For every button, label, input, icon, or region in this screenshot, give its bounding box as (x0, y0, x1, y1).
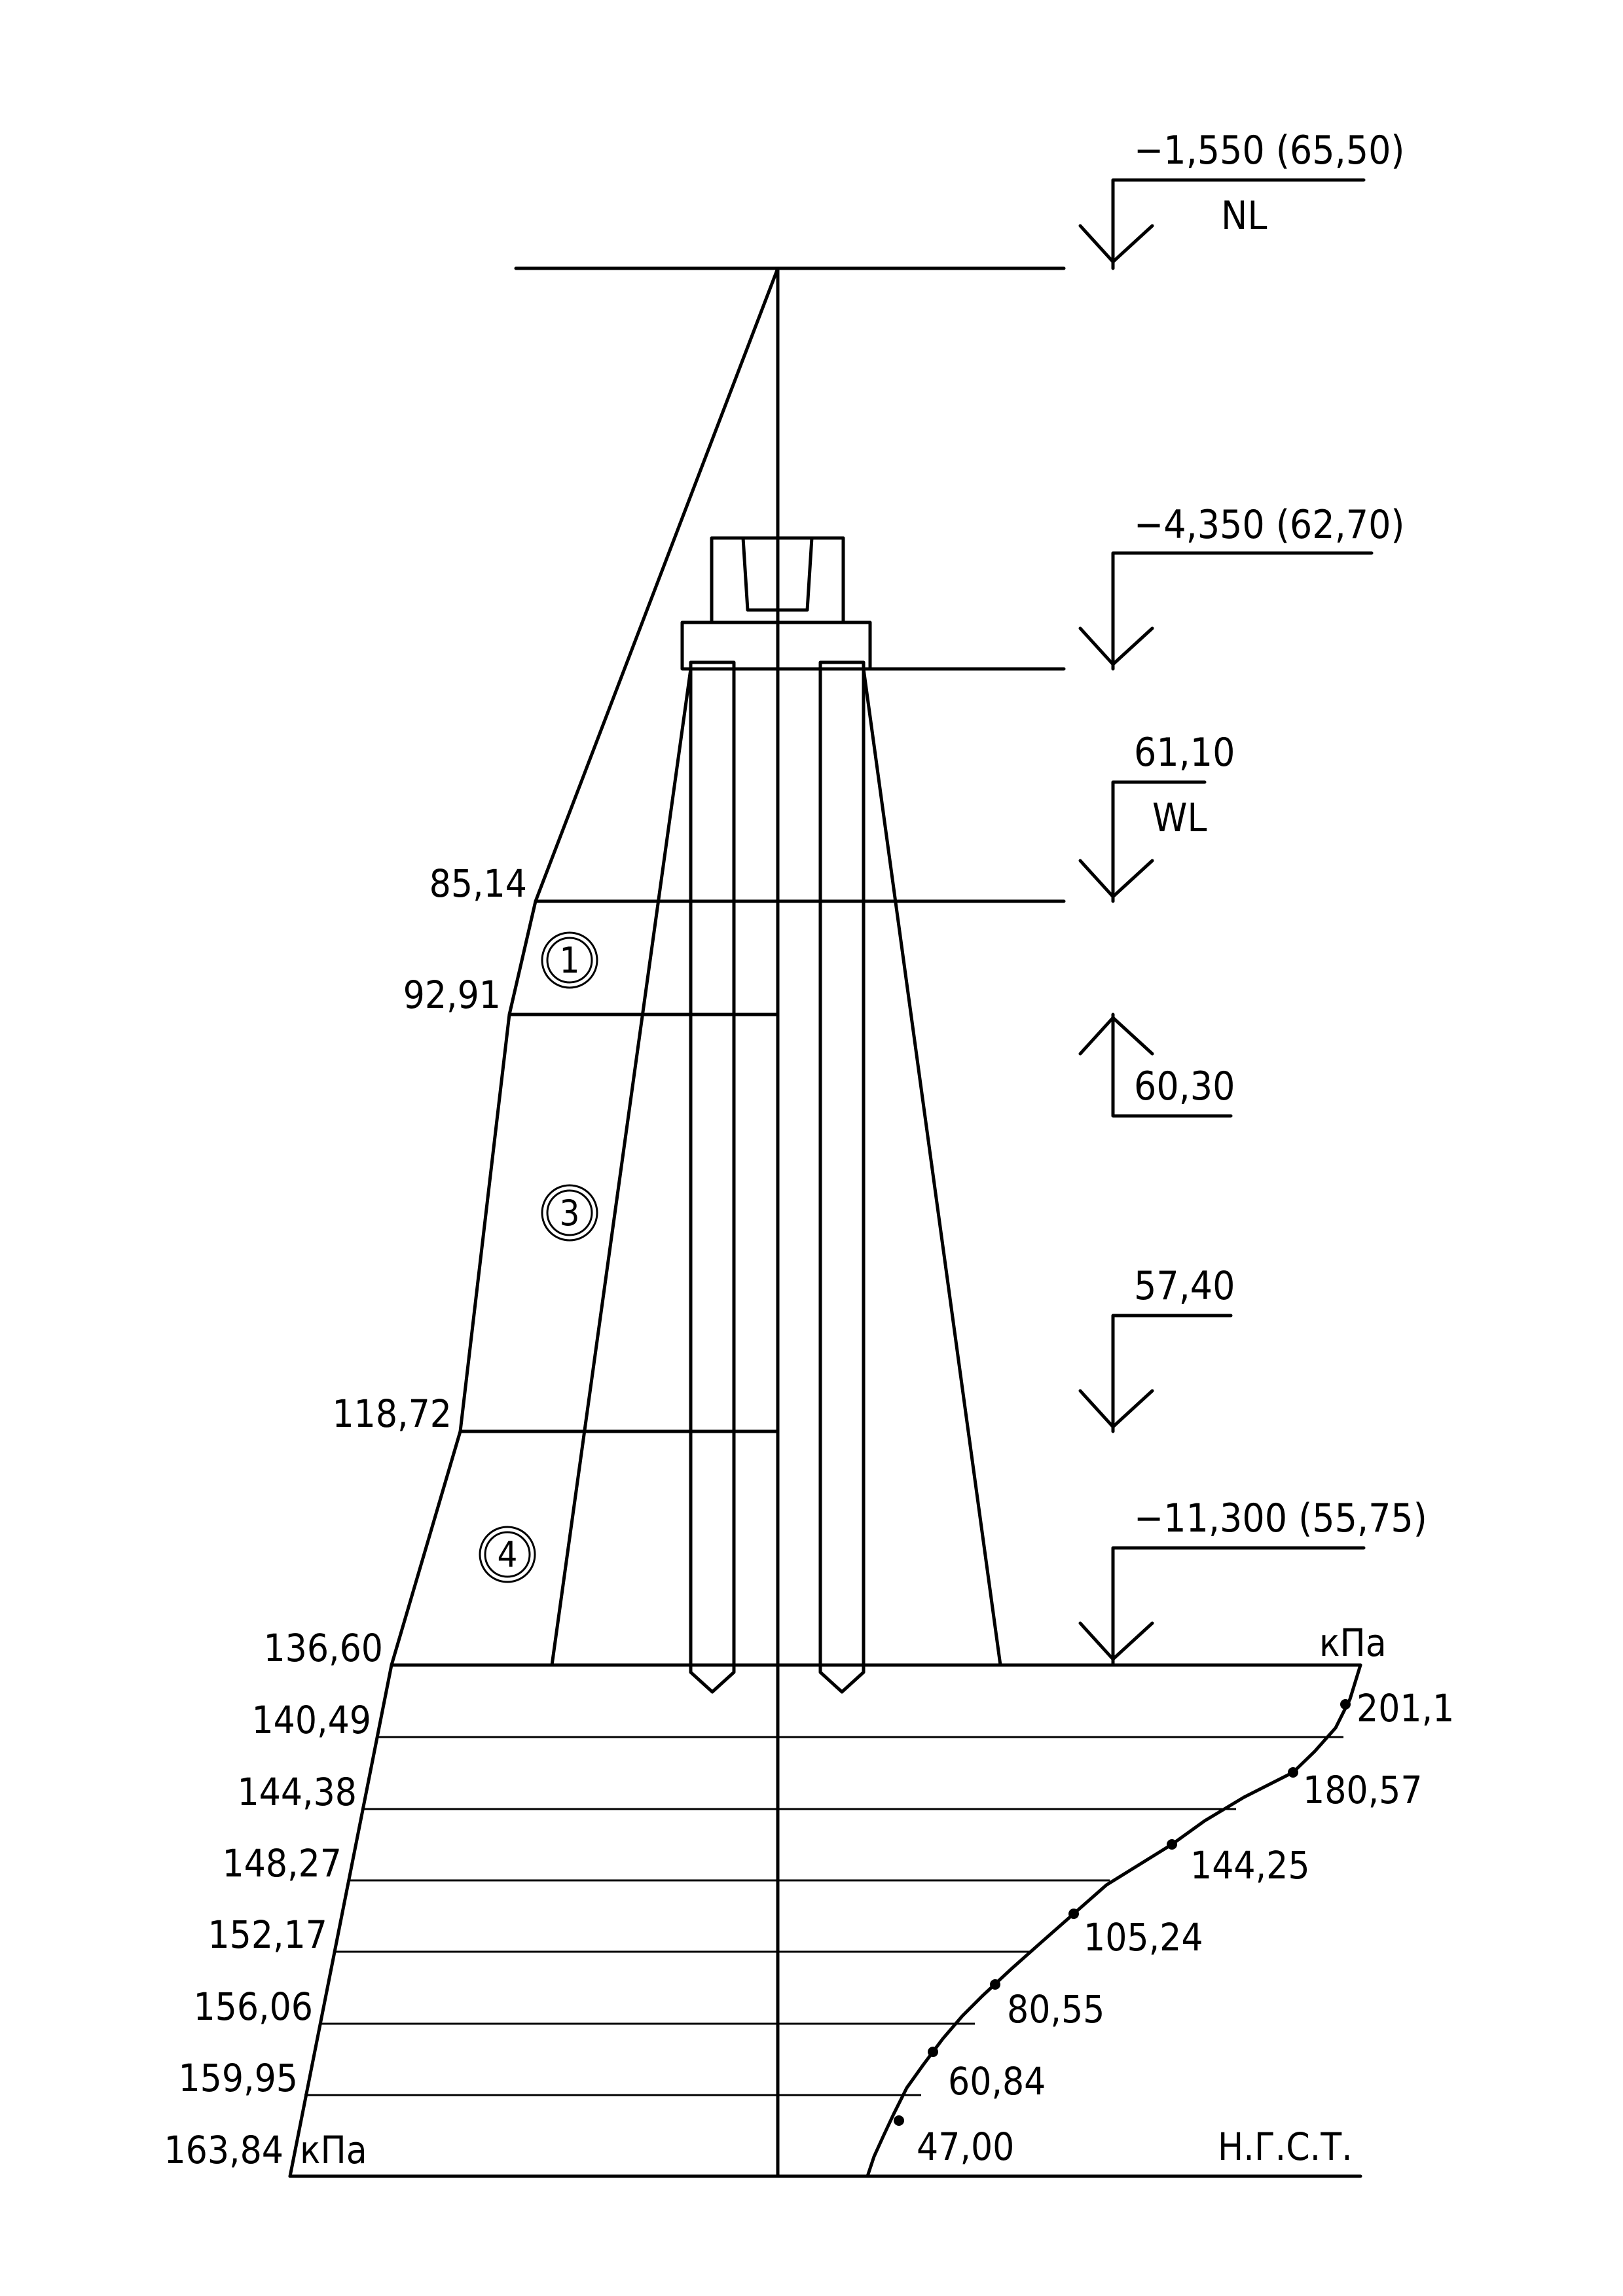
svg-text:105,24: 105,24 (1084, 1915, 1203, 1960)
bottom-note: Н.Г.С.Т. (1218, 2125, 1353, 2169)
level-marker-1: −1,550 (65,50) NL (1078, 128, 1404, 270)
svg-text:156,06: 156,06 (193, 1984, 313, 2029)
svg-text:180,57: 180,57 (1303, 1768, 1423, 1812)
column-body (710, 536, 845, 624)
svg-text:3: 3 (560, 1193, 580, 1234)
left-envelope (288, 266, 780, 2178)
spread-line-right (862, 667, 1002, 1667)
svg-text:163,84: 163,84 (164, 2128, 283, 2172)
svg-text:136,60: 136,60 (263, 1626, 383, 1670)
svg-text:92,91: 92,91 (403, 973, 501, 1017)
svg-text:144,25: 144,25 (1190, 1843, 1310, 1888)
svg-text:148,27: 148,27 (222, 1841, 342, 1886)
level-label: −4,350 (62,70) (1134, 502, 1404, 548)
level-label: 57,40 (1134, 1263, 1235, 1309)
level-label: −11,300 (55,75) (1134, 1496, 1427, 1541)
svg-text:4: 4 (498, 1534, 518, 1575)
level-label: −1,550 (65,50) (1134, 128, 1404, 173)
pile-cap (680, 620, 872, 671)
svg-text:159,95: 159,95 (178, 2056, 298, 2100)
unit-label: кПа (1319, 1621, 1387, 1665)
level-marker-6: −11,300 (55,75) (1078, 1496, 1427, 1667)
svg-text:47,00: 47,00 (917, 2125, 1014, 2169)
svg-text:80,55: 80,55 (1007, 1987, 1104, 2032)
svg-text:60,84: 60,84 (948, 2059, 1046, 2104)
level-marker-3: 61,10 WL (1078, 730, 1235, 903)
level-sublabel: WL (1152, 795, 1207, 841)
level-marker-5: 57,40 (1078, 1263, 1235, 1433)
pile-tip-left (689, 1663, 736, 1694)
svg-text:1: 1 (560, 940, 580, 981)
svg-text:152,17: 152,17 (208, 1912, 327, 1957)
left-profile-labels: 85,14 92,91 118,72 136,60 (263, 861, 527, 1670)
level-label: 60,30 (1134, 1064, 1235, 1109)
svg-text:118,72: 118,72 (332, 1391, 452, 1436)
stress-unit: кПа (300, 2128, 367, 2172)
level-marker-4: 60,30 (1078, 1013, 1235, 1118)
level-sublabel: NL (1221, 193, 1267, 239)
zone-4: 4 (479, 1526, 536, 1583)
soil-strength-curve (866, 1663, 1362, 2178)
zone-markers: 1 3 4 (479, 931, 598, 1583)
stress-labels: 140,49 144,38 148,27 152,17 156,06 159,9… (164, 1698, 371, 2172)
stress-grid (304, 1736, 1343, 2096)
zone-3: 3 (541, 1184, 598, 1242)
pile-head-left (689, 660, 736, 671)
zone-1: 1 (541, 931, 598, 989)
svg-text:85,14: 85,14 (429, 861, 527, 906)
level-marker-2: −4,350 (62,70) (1078, 502, 1404, 671)
svg-text:201,1: 201,1 (1357, 1686, 1454, 1731)
pile-tip-right (818, 1663, 866, 1694)
curve-points (894, 1699, 1351, 2126)
svg-text:140,49: 140,49 (251, 1698, 371, 1742)
svg-text:144,38: 144,38 (237, 1770, 357, 1814)
level-label: 61,10 (1134, 730, 1235, 776)
column-notch (741, 536, 814, 612)
curve-labels: кПа 201,1 180,57 144,25 105,24 80,55 60,… (917, 1621, 1454, 2169)
structure-lines (288, 266, 1362, 2178)
spread-line-left (550, 667, 693, 1667)
pile-head-right (818, 660, 866, 671)
foundation (550, 536, 1002, 1694)
